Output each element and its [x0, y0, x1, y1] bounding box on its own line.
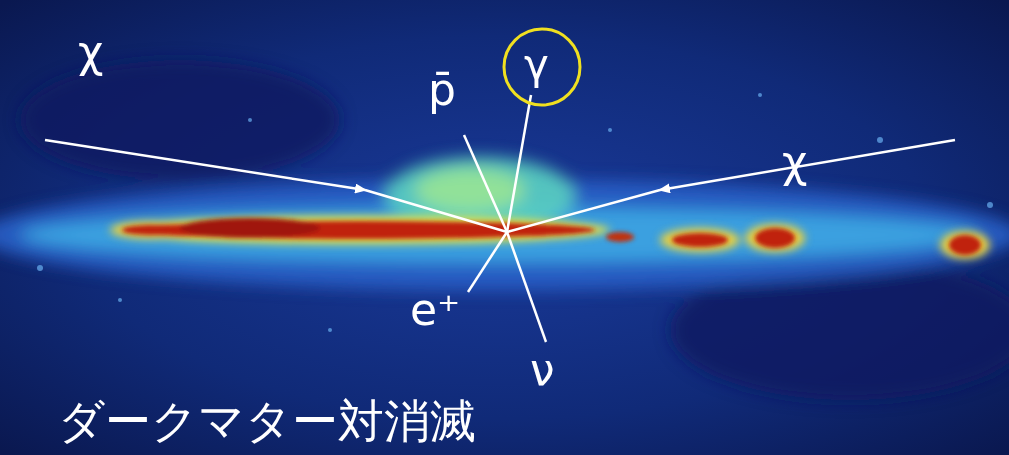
particle-symbol: e⁺ — [410, 288, 460, 332]
incoming-line — [507, 190, 660, 232]
incoming-line — [365, 190, 507, 232]
outgoing-line — [464, 135, 507, 232]
particle-symbol: γ — [524, 44, 549, 86]
outgoing-line — [507, 232, 546, 342]
incoming-line — [660, 140, 955, 190]
point-sources — [37, 93, 993, 332]
caption-text: ダークマター対消滅 — [58, 398, 476, 444]
outgoing-line — [468, 232, 507, 292]
plane-core — [122, 218, 981, 255]
particle-symbol: χ — [782, 140, 807, 184]
particle-symbol: χ — [78, 30, 103, 74]
highlight-circle — [504, 29, 580, 105]
plane-band — [110, 216, 990, 259]
particle-symbol: p̄ — [428, 68, 456, 112]
particle-lines — [45, 95, 955, 342]
diffuse-glow — [0, 60, 1009, 400]
particle-symbol: ν — [530, 348, 555, 392]
incoming-line — [45, 140, 365, 190]
outgoing-line — [507, 95, 531, 232]
